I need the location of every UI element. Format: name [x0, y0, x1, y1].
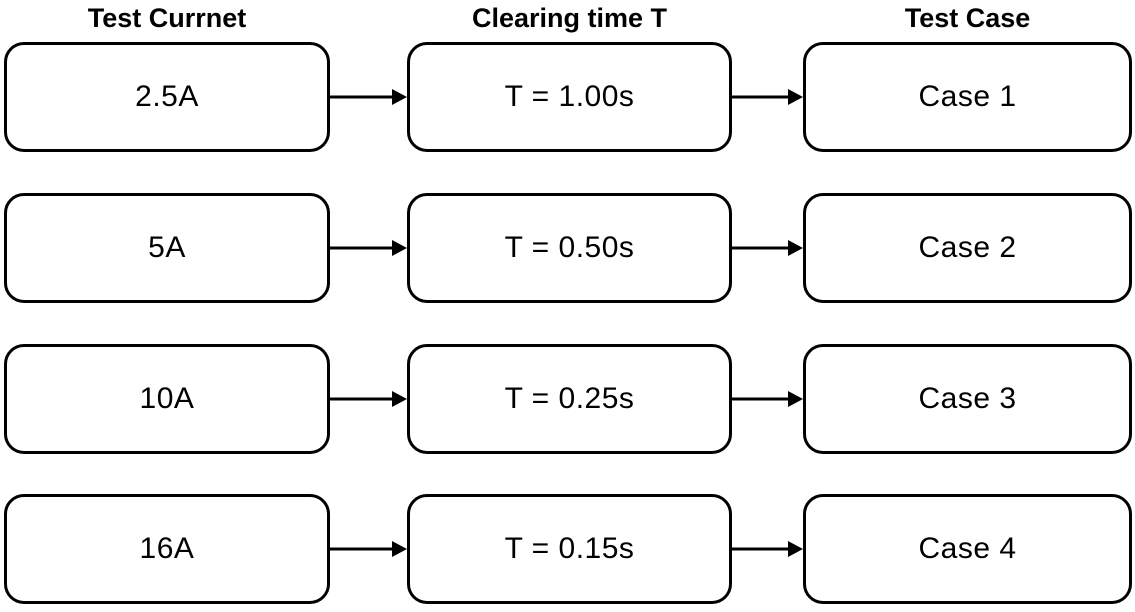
right-arrow-icon: [330, 391, 407, 407]
right-arrow-icon: [330, 541, 407, 557]
test-case-box: Case 4: [803, 494, 1132, 604]
right-arrow-icon: [732, 391, 803, 407]
clearing-time-box: T = 0.50s: [407, 193, 732, 303]
test-case-box: Case 1: [803, 42, 1132, 152]
right-arrow-icon: [732, 89, 803, 105]
test-case-box: Case 2: [803, 193, 1132, 303]
diagram-row-2: 5A T = 0.50s Case 2: [0, 193, 1135, 303]
diagram-row-4: 16A T = 0.15s Case 4: [0, 494, 1135, 604]
column-header-clearing-time: Clearing time T: [471, 3, 668, 33]
right-arrow-icon: [330, 89, 407, 105]
test-case-box: Case 3: [803, 344, 1132, 454]
diagram-row-1: 2.5A T = 1.00s Case 1: [0, 42, 1135, 152]
column-header-test-case: Test Case: [904, 3, 1031, 33]
clearing-time-box: T = 0.15s: [407, 494, 732, 604]
clearing-time-box: T = 1.00s: [407, 42, 732, 152]
right-arrow-icon: [732, 541, 803, 557]
right-arrow-icon: [732, 240, 803, 256]
test-current-box: 2.5A: [4, 42, 330, 152]
column-header-test-current: Test Currnet: [87, 3, 247, 33]
test-current-box: 10A: [4, 344, 330, 454]
clearing-time-box: T = 0.25s: [407, 344, 732, 454]
test-current-box: 5A: [4, 193, 330, 303]
diagram-row-3: 10A T = 0.25s Case 3: [0, 344, 1135, 454]
test-current-box: 16A: [4, 494, 330, 604]
right-arrow-icon: [330, 240, 407, 256]
